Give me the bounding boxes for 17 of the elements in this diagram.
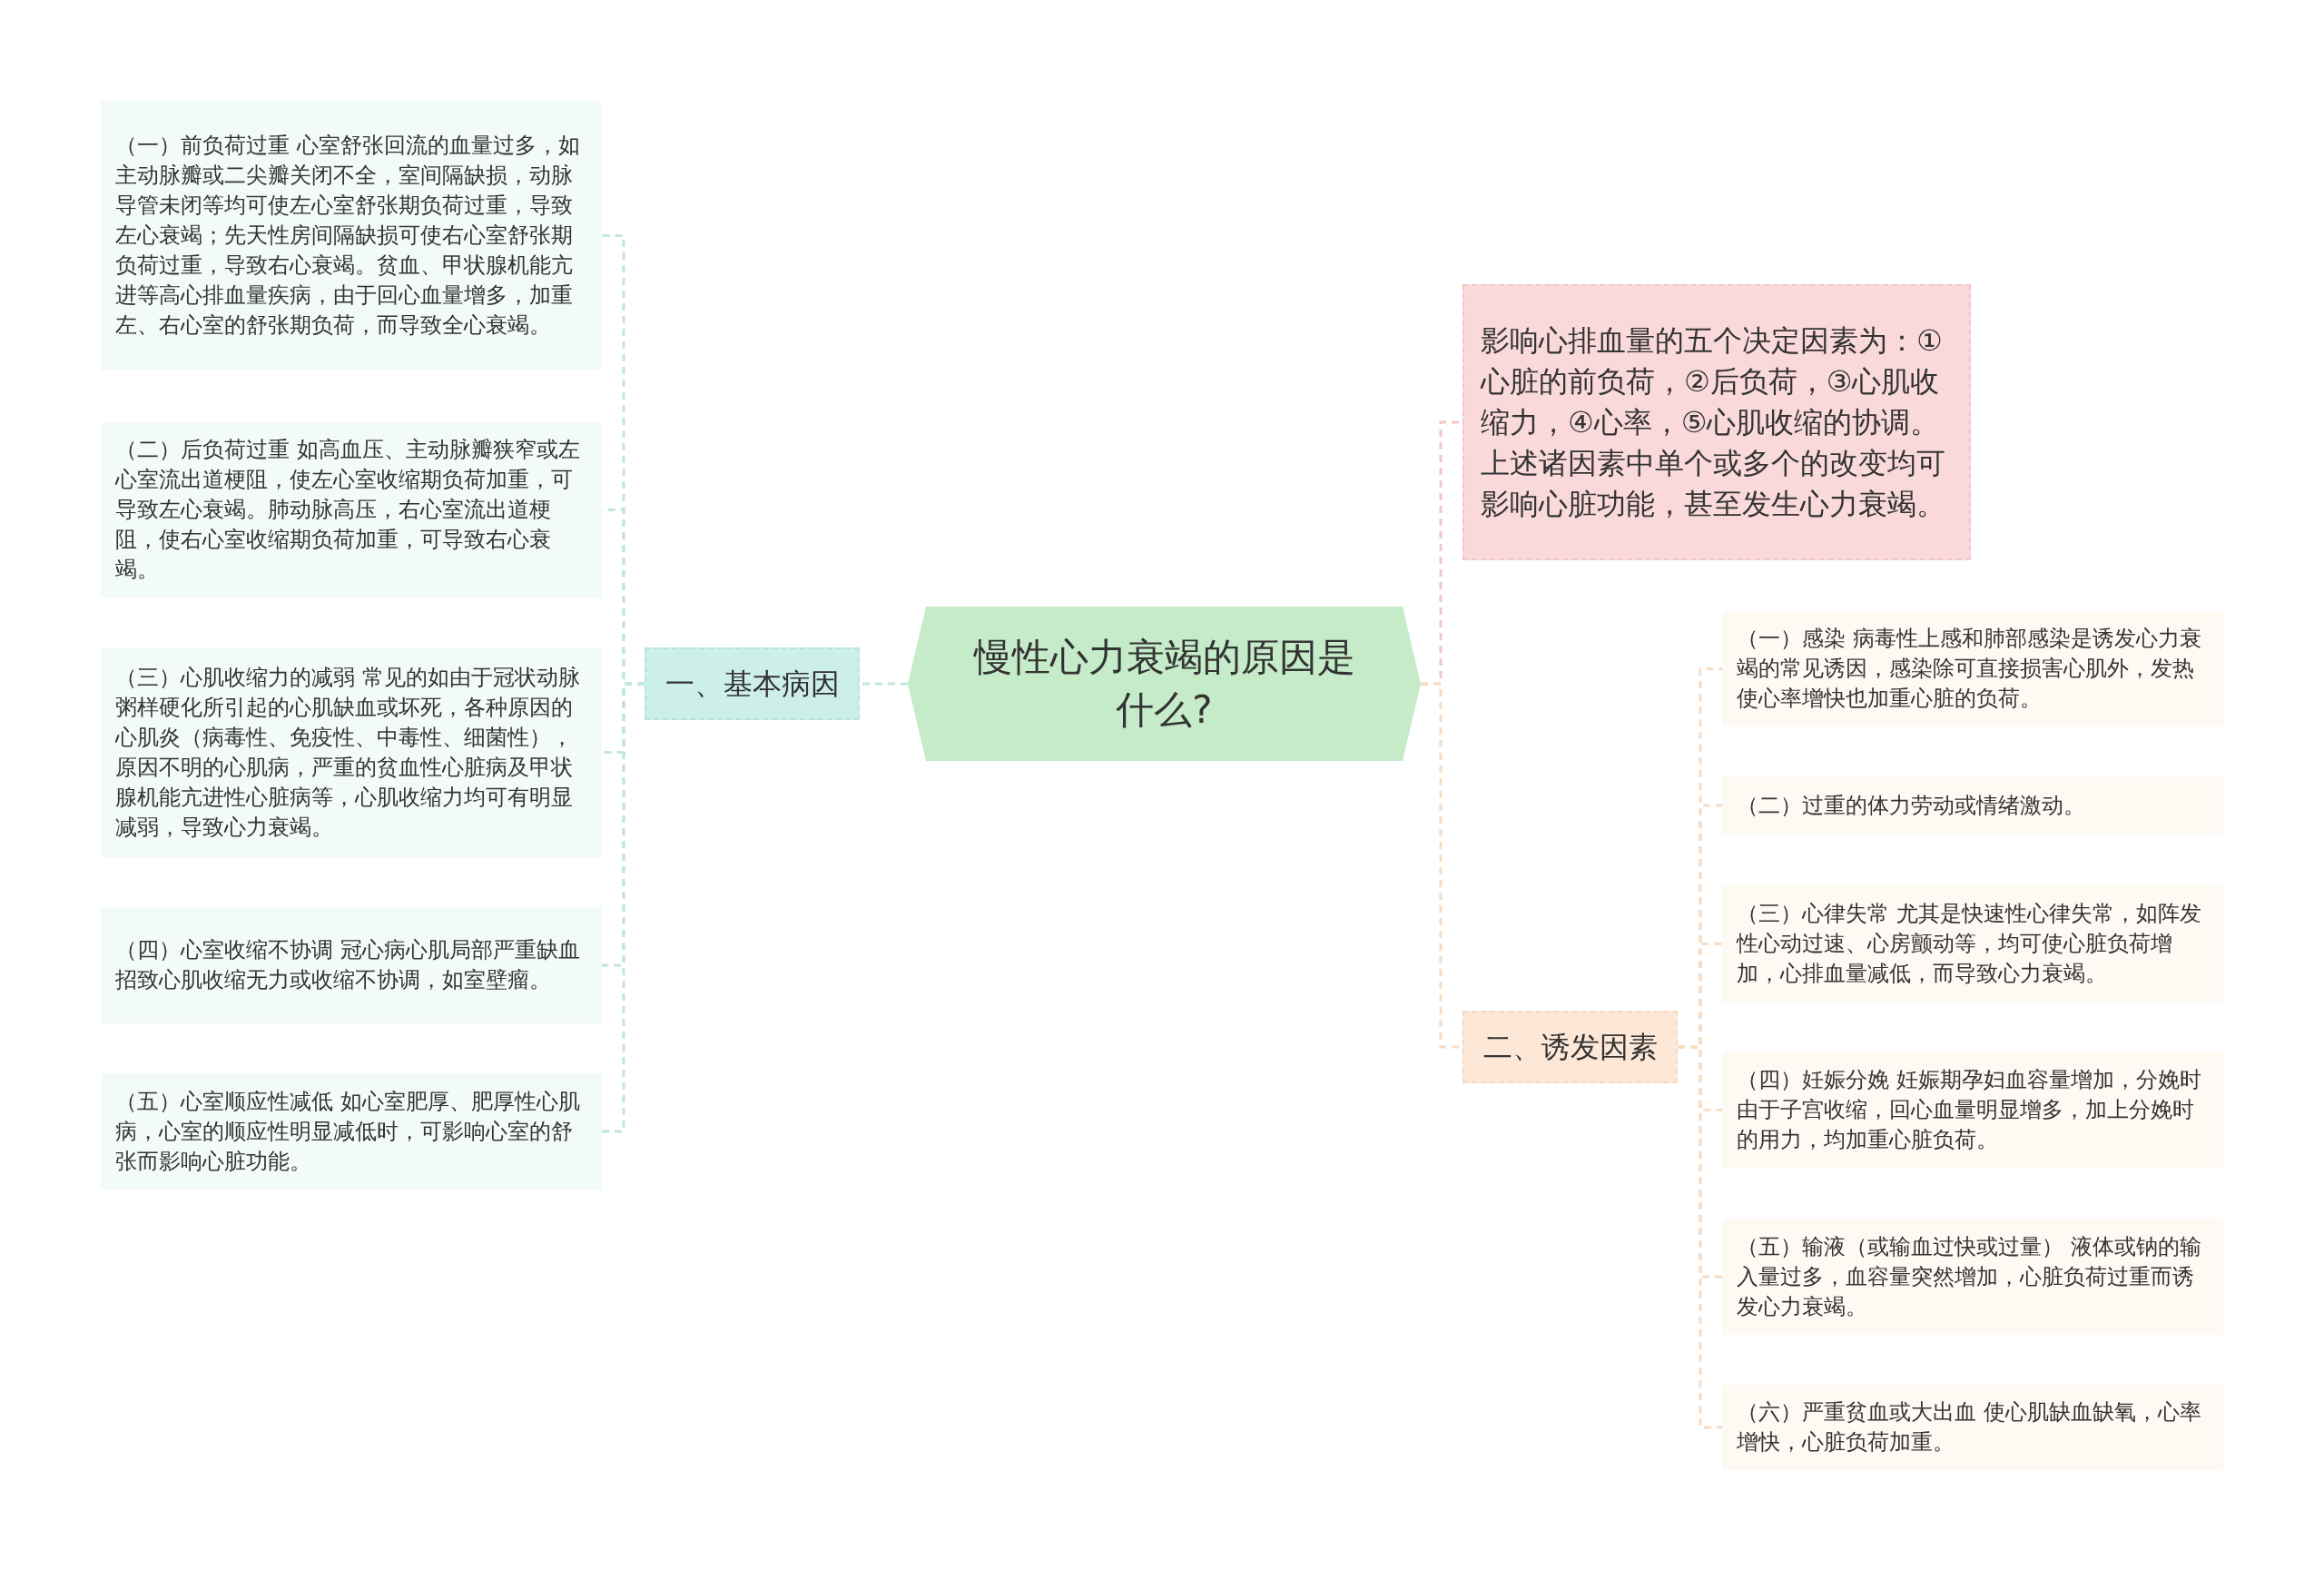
subtopic-card: （五）心室顺应性减低 如心室肥厚、肥厚性心肌病，心室的顺应性明显减低时，可影响心室的舒张而影响心脏功能。 <box>101 1073 602 1190</box>
subtopic-card: （二）过重的体力劳动或情绪激动。 <box>1722 776 2223 834</box>
subtopic-card: （三）心律失常 尤其是快速性心律失常，如阵发性心动过速、心房颤动等，均可使心脏负荷增加，心排血量减低，而导致心力衰竭。 <box>1722 885 2223 1002</box>
connector-line <box>1678 1045 1722 1429</box>
connector-line <box>860 682 908 686</box>
subtopic-card: （一）感染 病毒性上感和肺部感染是诱发心力衰竭的常见诱因，感染除可直接损害心肌外，发热使心率增快也加重心脏的负荷。 <box>1722 611 2223 726</box>
branch-topic: 一、基本病因 <box>645 647 860 720</box>
subtopic-card: （二）后负荷过重 如高血压、主动脉瓣狭窄或左心室流出道梗阻，使左心室收缩期负荷加重，可导致左心衰竭。肺动脉高压，右心室流出道梗阻，使右心室收缩期负荷加重，可导致右心衰竭。 <box>101 422 602 597</box>
subtopic-card: （四）妊娠分娩 妊娠期孕妇血容量增加，分娩时由于子宫收缩，回心血量明显增多，加上分娩时的用力，均加重心脏负荷。 <box>1722 1052 2223 1169</box>
subtopic-card: （三）心肌收缩力的减弱 常见的如由于冠状动脉粥样硬化所引起的心肌缺血或坏死，各种原因的心肌炎（病毒性、免疫性、中毒性、细菌性），原因不明的心肌病，严重的贫血性心脏病及甲状腺机能亢进性心脏病等，心肌收缩力均可有明显减弱，导致心力衰竭。 <box>101 647 602 857</box>
subtopic-card: （一）前负荷过重 心室舒张回流的血量过多，如主动脉瓣或二尖瓣关闭不全，室间隔缺损，动脉导管未闭等均可使左心室舒张期负荷过重，导致左心衰竭；先天性房间隔缺损可使右心室舒张期负荷过重，导致右心衰竭。贫血、甲状腺机能亢进等高心排血量疾病，由于回心血量增多，加重左、右心室的舒张期负荷，而导致全心衰竭。 <box>101 101 602 370</box>
subtopic-card: （四）心室收缩不协调 冠心病心肌局部严重缺血招致心肌收缩无力或收缩不协调，如室壁瘤。 <box>101 907 602 1023</box>
subtopic-card: （五）输液（或输血过快或过量） 液体或钠的输入量过多，血容量突然增加，心脏负荷过重而诱发心力衰竭。 <box>1722 1219 2223 1335</box>
note-card: 影响心排血量的五个决定因素为：①心脏的前负荷，②后负荷，③心肌收缩力，④心率，⑤心肌收缩的协调。上述诸因素中单个或多个的改变均可影响心脏功能，甚至发生心力衰竭。 <box>1462 284 1971 560</box>
central-topic: 慢性心力衰竭的原因是什么? <box>908 607 1421 761</box>
subtopic-card: （六）严重贫血或大出血 使心肌缺血缺氧，心率增快，心脏负荷加重。 <box>1722 1385 2223 1470</box>
branch-topic: 二、诱发因素 <box>1462 1011 1678 1083</box>
